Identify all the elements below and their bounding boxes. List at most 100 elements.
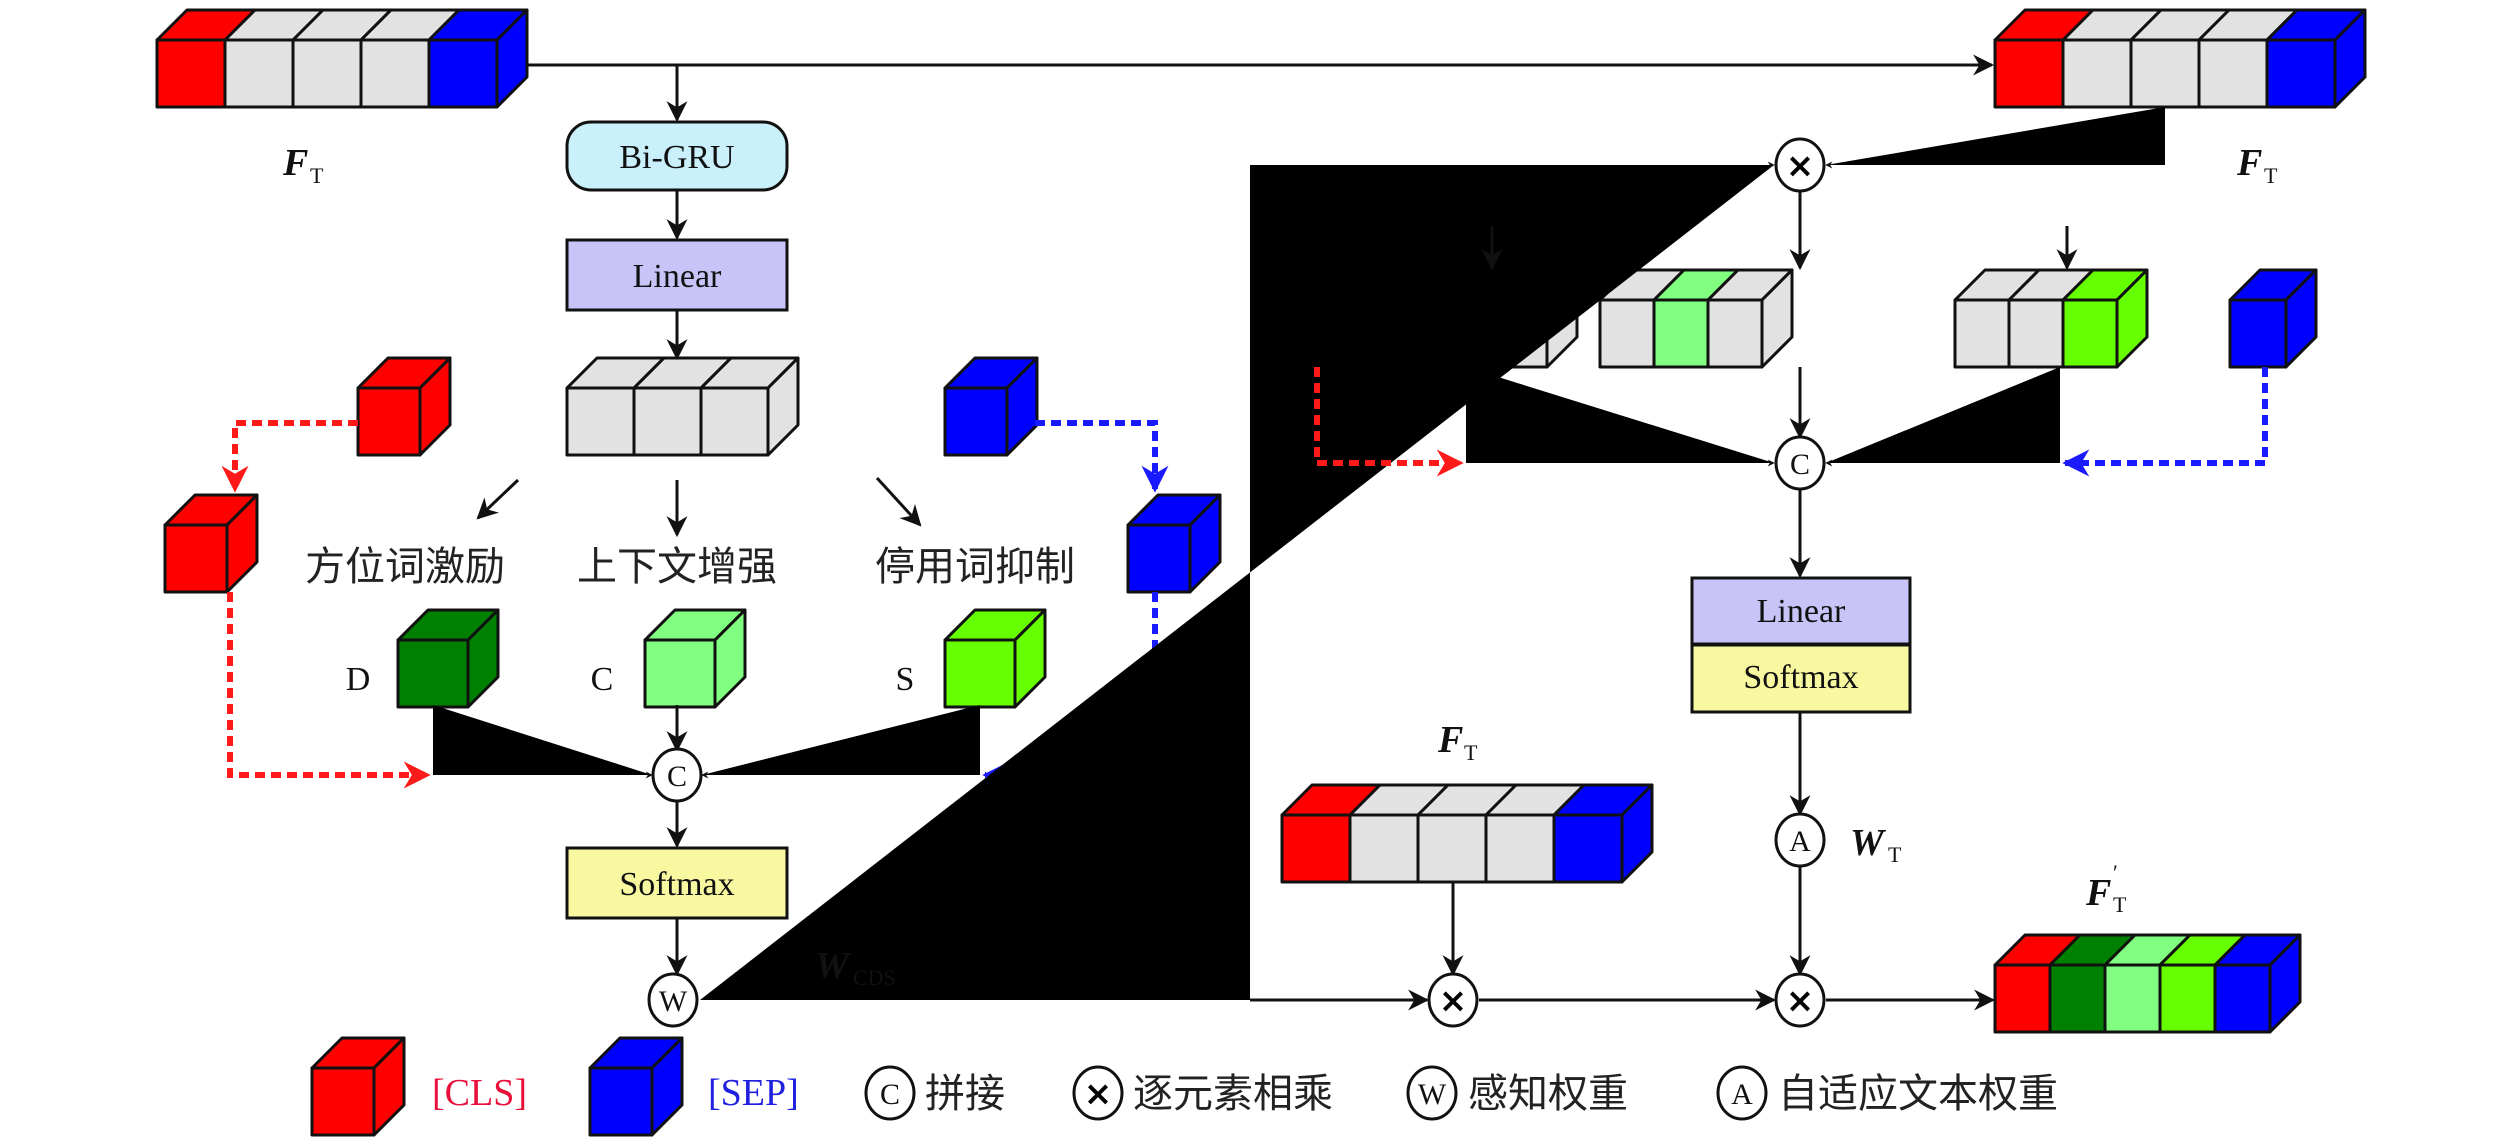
bottom-token-row-cube-2 — [1416, 813, 1488, 884]
right-sep-dashed-path — [2062, 367, 2268, 477]
concat-symbol-left: C — [667, 760, 687, 793]
input-token-row-left-cube-1 — [223, 38, 295, 109]
input-token-row-right-cube-2 — [2129, 38, 2201, 109]
adaptive-weight-symbol: A — [1789, 825, 1811, 858]
ft-label-top-right: F T — [2236, 142, 2278, 188]
svg-text:T: T — [1888, 842, 1902, 867]
d-to-concat-wire — [433, 705, 653, 779]
to-direction-arrow — [476, 478, 520, 520]
output-token-row-cube-1 — [2048, 963, 2107, 1034]
perception-weight-op: W — [647, 972, 699, 1028]
cls-dashed-path-2 — [227, 592, 431, 789]
to-stopword-arrow — [875, 476, 922, 527]
branch-letter-d: D — [346, 661, 371, 698]
input-token-row-right-cube-4 — [2265, 38, 2337, 109]
legend-weight-symbol: W — [1418, 1078, 1447, 1111]
legend-concat-symbol: C — [880, 1078, 900, 1111]
sep-cube-right — [1126, 493, 1222, 594]
svg-text:F: F — [2085, 872, 2111, 914]
legend-sep-cube-cube-0 — [588, 1066, 654, 1137]
context-token-row-cube-2 — [1706, 298, 1764, 369]
left-wires — [221, 54, 1995, 977]
bigru-box: Bi-GRU — [565, 120, 789, 192]
softmax-box-right: Softmax — [1690, 643, 1912, 714]
ft-label-top-left: F T — [282, 142, 324, 188]
bottom-token-row-cube-4 — [1552, 813, 1624, 884]
cls-cube-top — [356, 356, 452, 457]
perception-weight-symbol: W — [659, 985, 688, 1018]
svg-text:T: T — [2113, 892, 2127, 917]
output-token-row-cube-0 — [1993, 963, 2052, 1034]
softmax-box-left: Softmax — [565, 846, 789, 920]
branch-title-stopword: 停用词抑制 — [875, 544, 1075, 590]
ft-to-multiply-top-wire — [1825, 107, 2165, 169]
w-cds-label: W CDS — [815, 945, 896, 990]
svg-text:F: F — [2236, 142, 2262, 184]
svg-text:W: W — [815, 945, 852, 987]
weight-to-multiply-top-wire — [700, 161, 1775, 1000]
stopword-token-row-cube-0 — [1953, 298, 2011, 369]
stopword-cube — [943, 608, 1047, 709]
cls-dashed-path-1 — [221, 420, 358, 493]
cls-cube-left-cube-0 — [163, 523, 229, 594]
linear-label-right: Linear — [1757, 593, 1846, 630]
legend-adaptive-label: 自适应文本权重 — [1778, 1071, 2058, 1117]
input-token-row-left-cube-0 — [155, 38, 227, 109]
legend-sep-cube — [588, 1036, 684, 1137]
legend: [CLS] [SEP] C 拼接 × 逐元素相乘 W 感知权重 A 自适应文本权… — [432, 1065, 2058, 1121]
branch-title-direction: 方位词激励 — [305, 544, 505, 590]
legend-multiply-label: 逐元素相乘 — [1133, 1071, 1333, 1117]
svg-text:CDS: CDS — [853, 965, 896, 990]
direction-row-to-concat — [1466, 367, 1775, 467]
linear-output-tokens — [565, 356, 800, 457]
svg-text:T: T — [310, 163, 324, 188]
linear-label-left: Linear — [633, 258, 722, 295]
direction-cube-cube-0 — [396, 638, 470, 709]
context-cube-cube-0 — [643, 638, 717, 709]
stopword-token-row-cube-2 — [2061, 298, 2119, 369]
bottom-token-row-cube-3 — [1484, 813, 1556, 884]
output-token-row-cube-2 — [2103, 963, 2162, 1034]
stopword-token-row — [1953, 268, 2149, 369]
direction-cube — [396, 608, 500, 709]
multiply-op-bottom: × — [1774, 972, 1826, 1028]
input-token-row-left — [155, 8, 529, 109]
svg-text:T: T — [1464, 740, 1478, 765]
stopword-cube-cube-0 — [943, 638, 1017, 709]
w-t-label: W T — [1850, 822, 1902, 867]
multiply-symbol-bottom: × — [1786, 981, 1815, 1021]
linear-box-right: Linear — [1690, 576, 1912, 646]
linear-output-tokens-cube-0 — [565, 386, 636, 457]
svg-text:T: T — [2264, 163, 2278, 188]
context-token-row — [1598, 268, 1794, 369]
stopword-row-to-concat — [1825, 367, 2060, 467]
sep-dashed-path-1 — [1035, 420, 1169, 493]
input-token-row-right — [1993, 8, 2367, 109]
input-token-row-right-cube-3 — [2197, 38, 2269, 109]
ft-label-bottom: F T — [1437, 719, 1478, 765]
ft-prime-label-output: F T ′ — [2085, 860, 2127, 917]
svg-text:F: F — [282, 142, 308, 184]
input-token-row-right-cube-1 — [2061, 38, 2133, 109]
legend-sep-label: [SEP] — [708, 1072, 799, 1114]
branch-letter-c: C — [591, 661, 614, 698]
input-token-row-left-cube-2 — [291, 38, 363, 109]
multiply-symbol-middle: × — [1439, 981, 1468, 1021]
cls-cube-left — [163, 493, 259, 594]
concat-op-left: C — [651, 747, 703, 803]
right-sep-cube — [2228, 268, 2318, 369]
bottom-token-row — [1280, 783, 1654, 884]
right-sep-cube-cube-0 — [2228, 298, 2288, 369]
multiply-op-middle: × — [1427, 972, 1479, 1028]
linear-output-tokens-cube-2 — [699, 386, 770, 457]
legend-cls-label: [CLS] — [432, 1072, 527, 1114]
right-wires — [700, 107, 2268, 1011]
legend-adaptive-symbol: A — [1731, 1078, 1753, 1111]
s-to-concat-wire — [701, 705, 980, 779]
context-token-row-cube-0 — [1598, 298, 1656, 369]
svg-text:W: W — [1850, 822, 1887, 864]
sep-cube-top-cube-0 — [943, 386, 1009, 457]
input-token-row-left-cube-4 — [427, 38, 499, 109]
context-cube — [643, 608, 747, 709]
multiply-symbol-top: × — [1786, 146, 1815, 186]
